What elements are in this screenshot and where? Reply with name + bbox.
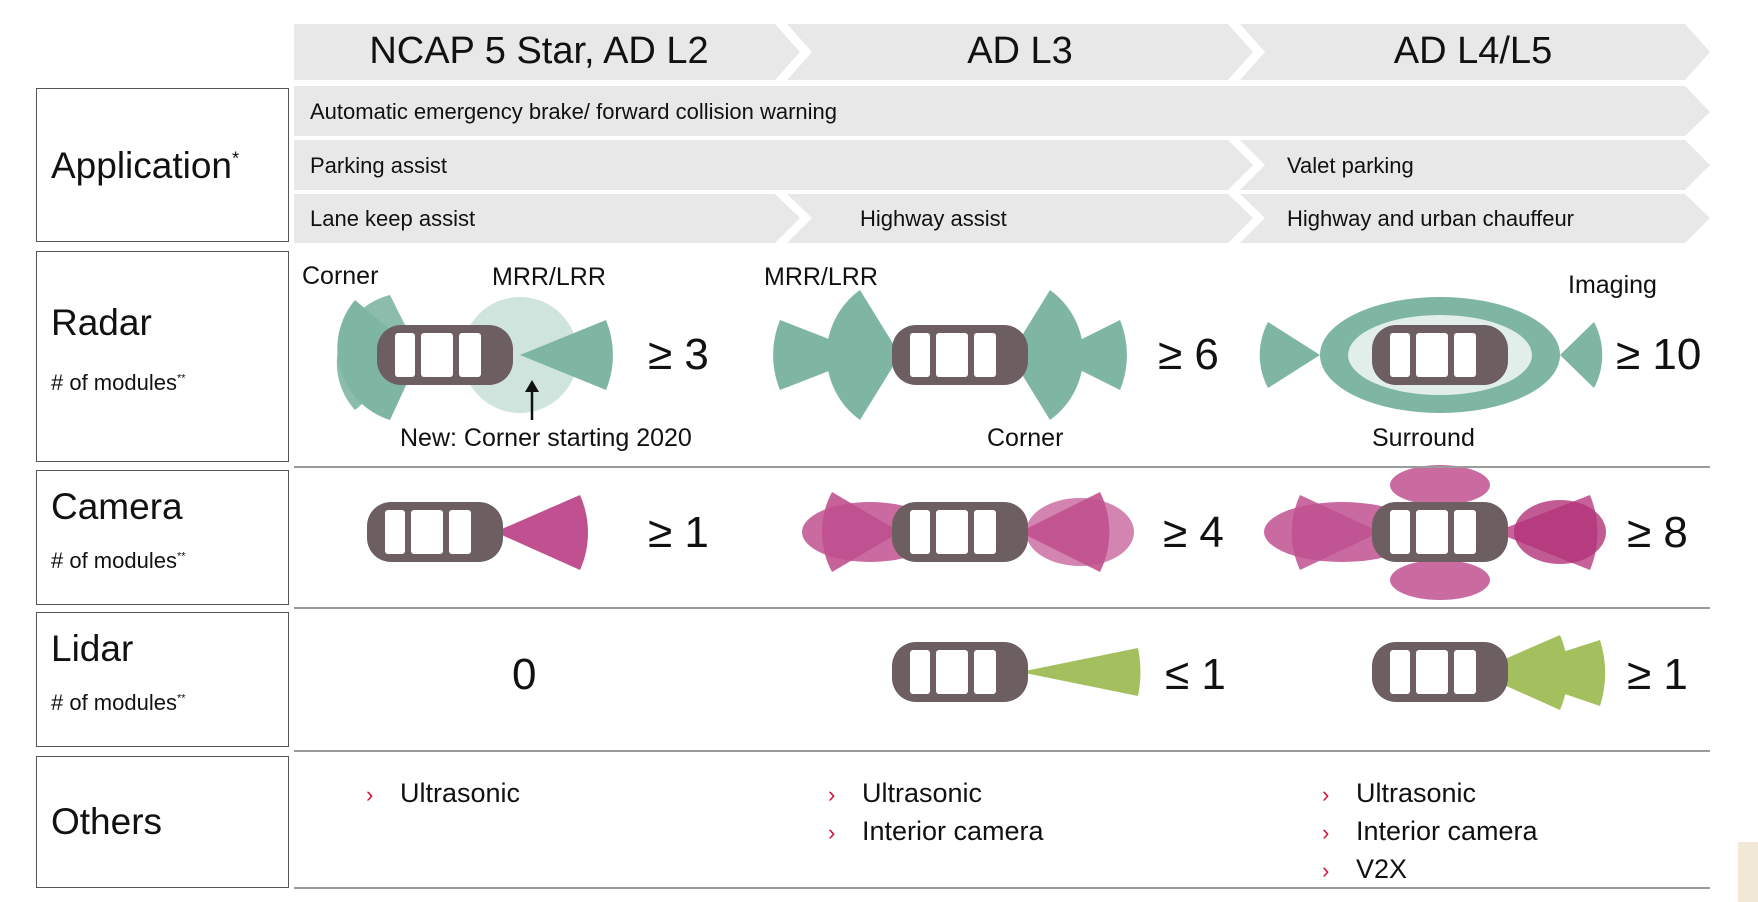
others-title: Others: [51, 801, 163, 842]
others-col-l2: ›Ultrasonic: [366, 775, 520, 813]
camera-l3: [802, 492, 1134, 572]
app-arrow-lka: [294, 194, 800, 243]
radar-label-corner: Corner: [302, 262, 379, 290]
lidar-count-l3: ≤ 1: [1165, 650, 1226, 699]
others-item: ›Ultrasonic: [828, 778, 983, 808]
stage-arrow-2: [787, 24, 1253, 80]
lidar-l45: [1372, 635, 1606, 710]
app-valet-parking: Valet parking: [1287, 153, 1414, 178]
stage-label-l2: NCAP 5 Star, AD L2: [369, 30, 709, 72]
others-col-l3: ›Ultrasonic ›Interior camera: [828, 775, 1044, 851]
radar-l45: [1259, 297, 1603, 413]
others-item: ›Ultrasonic: [366, 778, 521, 808]
app-arrow-hwa: [787, 194, 1253, 243]
camera-l45: [1264, 465, 1606, 600]
stage-arrow-1: [294, 24, 800, 80]
lidar-l3: [892, 642, 1141, 702]
separator-bottom: [294, 887, 1710, 889]
radar-label-mrr-l2: MRR/LRR: [492, 263, 606, 291]
row-label-radar: Radar # of modules**: [36, 251, 289, 462]
camera-count-l2: ≥ 1: [648, 508, 709, 557]
lidar-title: Lidar: [51, 628, 134, 669]
stage-arrow-3: [1240, 24, 1710, 80]
separator-camera-lidar: [294, 607, 1710, 609]
camera-title: Camera: [51, 486, 183, 527]
application-title: Application: [51, 145, 233, 186]
row-label-application: Application*: [36, 88, 289, 242]
radar-label-surround: Surround: [1372, 424, 1475, 452]
row-label-lidar: Lidar # of modules**: [36, 612, 289, 747]
radar-label-new-corner: New: Corner starting 2020: [400, 424, 692, 452]
others-col-l45: ›Ultrasonic ›Interior camera ›V2X: [1322, 775, 1538, 889]
radar-count-l3: ≥ 6: [1158, 330, 1219, 379]
app-highway-assist: Highway assist: [860, 206, 1007, 231]
app-lane-keep: Lane keep assist: [310, 206, 476, 231]
others-item: ›V2X: [1322, 854, 1408, 884]
camera-count-l45: ≥ 8: [1627, 508, 1688, 557]
radar-count-l2: ≥ 3: [648, 330, 709, 379]
stage-label-l45: AD L4/L5: [1393, 30, 1553, 72]
camera-l2: [367, 495, 588, 570]
radar-label-corner-l3: Corner: [987, 424, 1064, 452]
radar-label-imaging: Imaging: [1568, 271, 1657, 299]
app-arrow-valet: [1240, 140, 1710, 190]
radar-label-mrr-l3: MRR/LRR: [764, 263, 878, 291]
row-label-camera: Camera # of modules**: [36, 470, 289, 605]
app-parking-assist: Parking assist: [310, 153, 447, 178]
radar-title: Radar: [51, 302, 152, 343]
radar-count-l45: ≥ 10: [1616, 330, 1702, 379]
others-item: ›Interior camera: [1322, 816, 1538, 846]
separator-lidar-others: [294, 750, 1710, 752]
camera-count-l3: ≥ 4: [1163, 508, 1224, 557]
others-item: ›Ultrasonic: [1322, 778, 1477, 808]
lidar-count-l2: 0: [512, 650, 537, 699]
others-item: ›Interior camera: [828, 816, 1044, 846]
app-arrow-chauffeur: [1240, 194, 1710, 243]
app-aeb: Automatic emergency brake/ forward colli…: [310, 99, 838, 124]
app-chauffeur: Highway and urban chauffeur: [1287, 206, 1575, 231]
app-arrow-aeb: [294, 86, 1710, 136]
row-label-others: Others: [36, 756, 289, 888]
radar-l2: [336, 295, 613, 420]
radar-l3: [773, 290, 1127, 420]
lidar-count-l45: ≥ 1: [1627, 650, 1688, 699]
stage-label-l3: AD L3: [967, 30, 1073, 72]
app-arrow-parking: [294, 140, 1253, 190]
separator-radar-camera: [294, 466, 1710, 468]
